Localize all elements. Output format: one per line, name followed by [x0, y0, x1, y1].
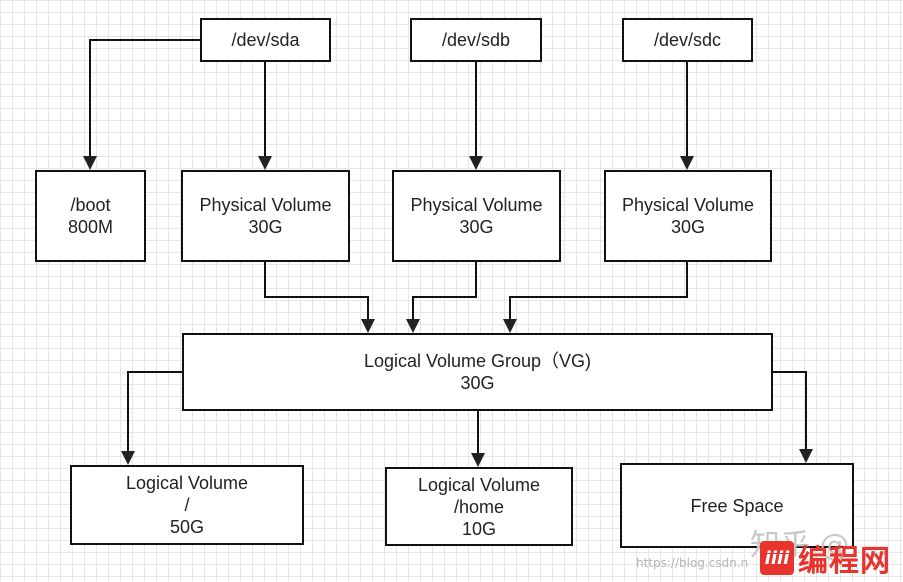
pv3-label: Physical Volume: [621, 195, 755, 215]
vg-size: 30G: [460, 373, 495, 393]
boot-name: /boot: [70, 195, 111, 215]
pv1-size: 30G: [248, 217, 283, 237]
site-logo: iiii 编程网: [760, 536, 891, 580]
pv2-label: Physical Volume: [410, 195, 543, 215]
boot-size: 800M: [67, 217, 114, 237]
device-sdc-label: /dev/sdc: [653, 30, 722, 50]
physical-volume-2: Physical Volume 30G: [392, 170, 561, 262]
edge-pv2-vg: [406, 262, 477, 333]
pv3-size: 30G: [670, 217, 706, 237]
lv-root-label: Logical Volume: [125, 473, 249, 493]
device-sda: /dev/sda: [200, 18, 331, 62]
blog-url-watermark: https://blog.csdn.n: [636, 556, 749, 570]
physical-volume-3: Physical Volume 30G: [604, 170, 772, 262]
free-space: Free Space: [620, 463, 854, 548]
edge-vg-free: [772, 371, 813, 463]
free-space-label: Free Space: [690, 495, 784, 516]
logo-name: 编程网: [798, 544, 891, 579]
lv-root-mount: /: [184, 495, 190, 515]
edge-vg-lv-root: [121, 371, 182, 465]
physical-volume-1: Physical Volume 30G: [181, 170, 350, 262]
device-sda-label: /dev/sda: [231, 30, 300, 50]
logical-volume-home: Logical Volume /home 10G: [385, 467, 573, 546]
lv-home-size: 10G: [461, 518, 497, 539]
volume-group: Logical Volume Group（VG) 30G: [182, 333, 773, 411]
edge-pv1-vg: [264, 262, 375, 333]
vg-label: Logical Volume Group（VG): [363, 351, 592, 371]
boot-partition: /boot 800M: [35, 170, 146, 262]
logo-badge-icon: iiii: [760, 541, 794, 575]
device-sdb: /dev/sdb: [410, 18, 542, 62]
device-sdc: /dev/sdc: [622, 18, 753, 62]
logical-volume-root: Logical Volume / 50G: [70, 465, 304, 545]
lv-home-label: Logical Volume: [417, 474, 541, 495]
edge-sda-boot: [83, 39, 200, 170]
pv2-size: 30G: [459, 217, 494, 237]
pv1-label: Physical Volume: [199, 195, 332, 215]
device-sdb-label: /dev/sdb: [441, 30, 511, 50]
lv-home-mount: /home: [453, 496, 505, 517]
lv-root-size: 50G: [169, 517, 205, 537]
edge-pv3-vg: [503, 262, 688, 333]
